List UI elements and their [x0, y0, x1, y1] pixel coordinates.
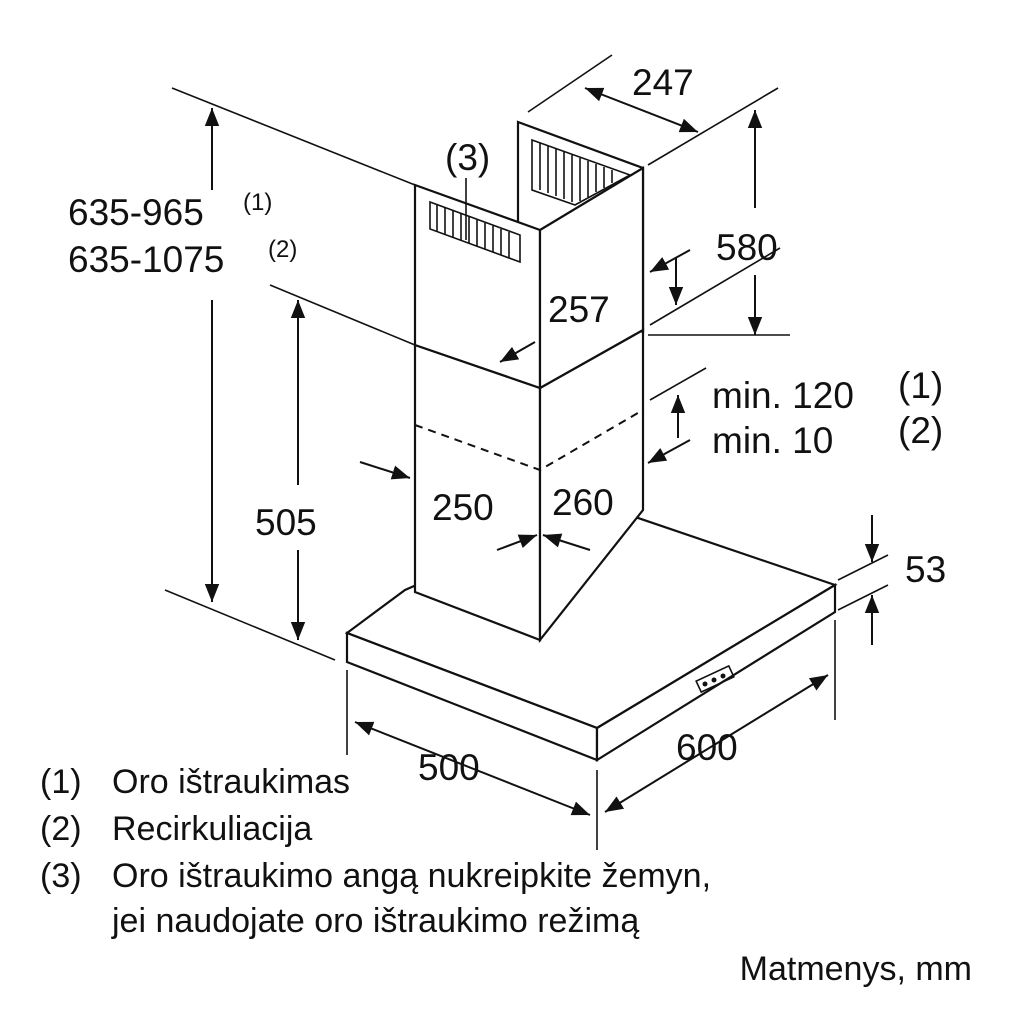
- label-canopy-depth: 500: [418, 747, 480, 788]
- vent-grille-back-icon: [531, 138, 632, 206]
- label-total-height-recirculation-ref: (2): [268, 236, 297, 263]
- legend-text-3: Oro ištraukimo angą nukreipkite žemyn,: [112, 857, 711, 895]
- label-upper-chimney-width: 257: [548, 289, 610, 330]
- label-total-height-extraction: 635-965: [68, 192, 204, 233]
- legend: (1) Oro ištraukimas (2) Recirkuliacija (…: [40, 763, 711, 940]
- label-canopy-thickness: 53: [905, 549, 946, 590]
- dimension-lines: [164, 54, 889, 850]
- legend-ref-3: (3): [40, 857, 82, 895]
- legend-ref-2: (2): [40, 810, 82, 848]
- label-min-gap-recirculation-ref: (2): [898, 410, 943, 451]
- units-note: Matmenys, mm: [740, 950, 972, 988]
- label-min-gap-extraction-ref: (1): [898, 365, 943, 406]
- label-lower-chimney-width: 250: [432, 487, 494, 528]
- label-vent-note-ref: (3): [445, 137, 490, 178]
- label-lower-height: 505: [255, 502, 317, 543]
- legend-text-1: Oro ištraukimas: [112, 763, 350, 801]
- label-min-gap-recirculation: min. 10: [712, 420, 833, 461]
- lower-chimney: [413, 328, 645, 644]
- label-upper-chimney-height: 580: [716, 227, 778, 268]
- upper-chimney: [413, 120, 645, 390]
- label-total-height-extraction-ref: (1): [243, 189, 272, 216]
- vent-grille-icon: [429, 200, 521, 264]
- legend-text-3-cont: jei naudojate oro ištraukimo režimą: [111, 902, 639, 940]
- legend-text-2: Recirkuliacija: [112, 810, 312, 848]
- label-min-gap-extraction: min. 120: [712, 375, 854, 416]
- label-canopy-width: 600: [676, 727, 738, 768]
- label-chimney-depth-top: 247: [632, 62, 694, 103]
- label-lower-chimney-depth: 260: [552, 482, 614, 523]
- label-total-height-recirculation: 635-1075: [68, 239, 224, 280]
- legend-ref-1: (1): [40, 763, 82, 801]
